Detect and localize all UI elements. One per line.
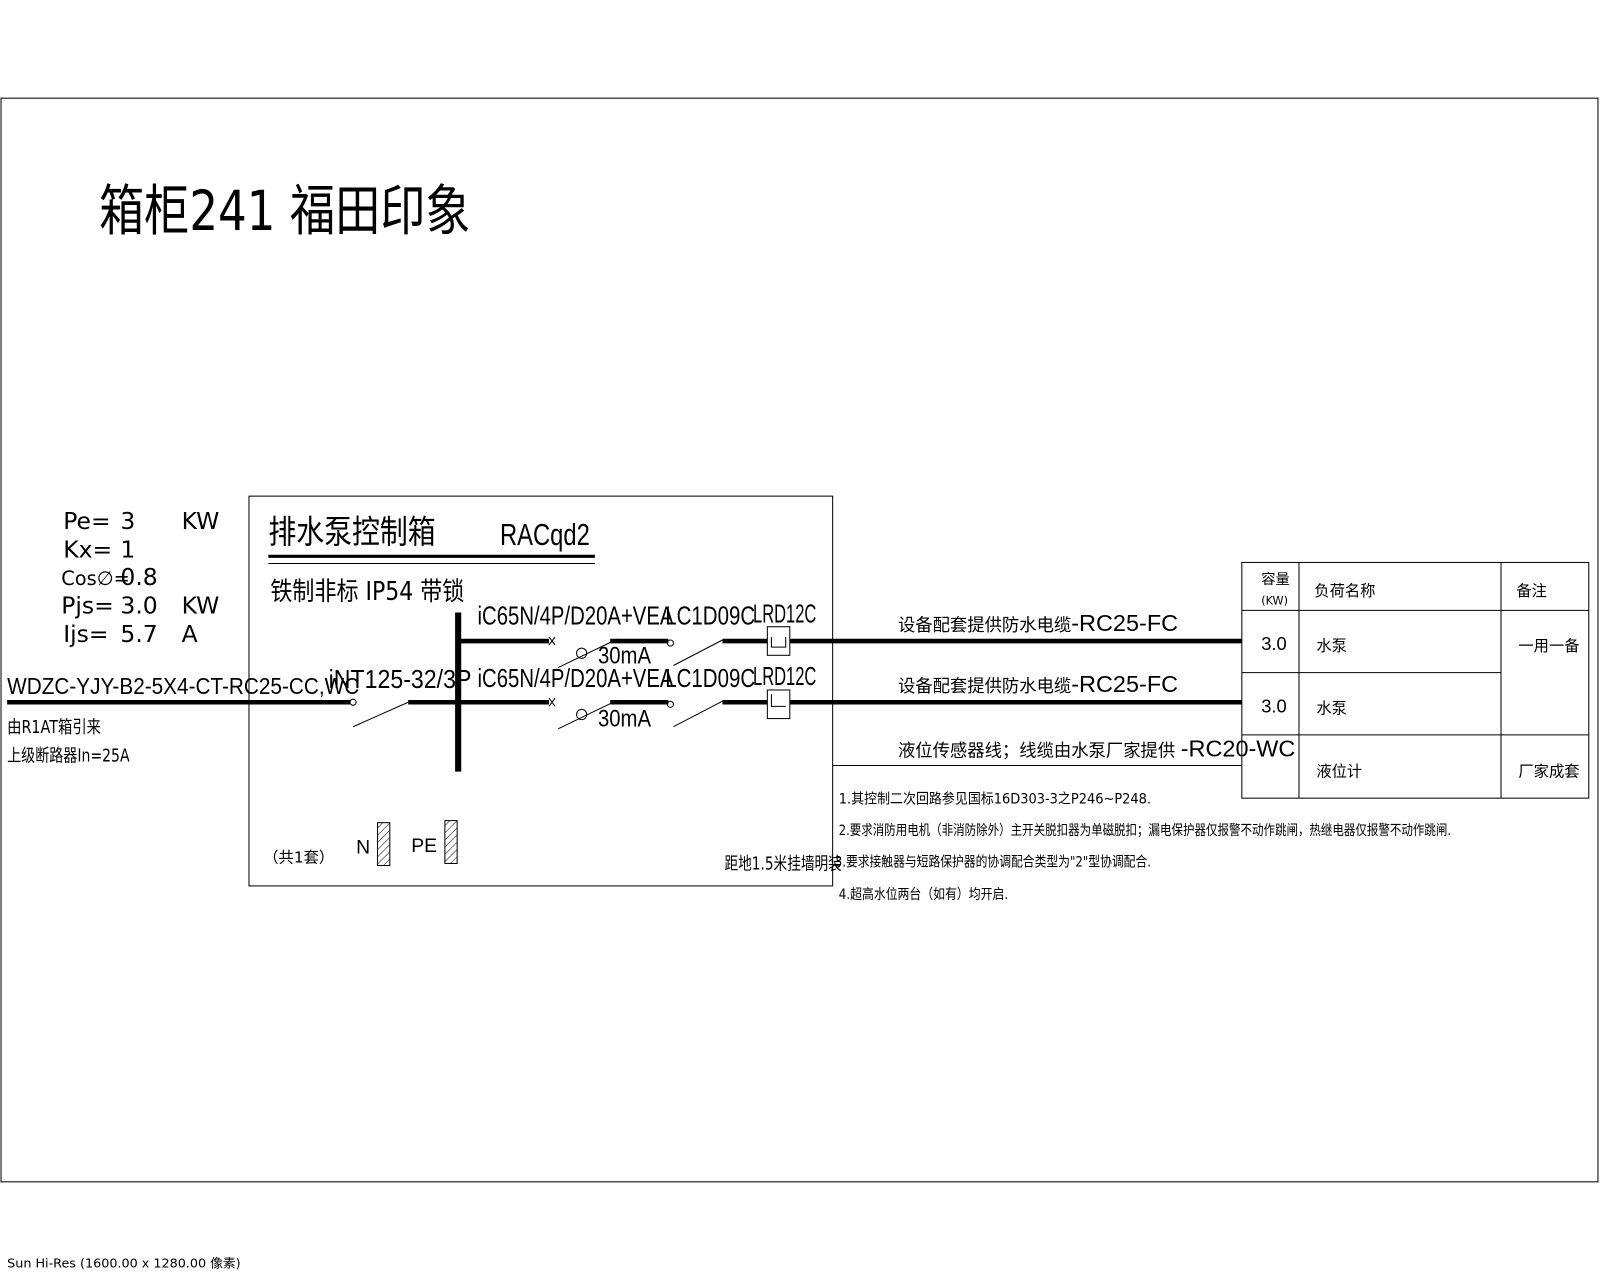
pjs-value: 3.0 — [120, 591, 157, 619]
cell-load: 液位计 — [1316, 763, 1362, 781]
pe-unit: KW — [182, 507, 220, 535]
kx-value: 1 — [120, 535, 135, 563]
cell-remark: 厂家成套 — [1518, 763, 1579, 781]
contactor-contact — [673, 700, 723, 728]
header-capacity-unit: (KW) — [1261, 594, 1288, 607]
pjs-unit: KW — [182, 591, 220, 619]
rcd-label: 30mA — [598, 642, 652, 669]
note-item: 1.其控制二次回路参见国标16D303-3之P246~P248. — [839, 790, 1151, 807]
branch-contactor-label: LC1D09C — [665, 665, 755, 693]
pe-label: Pe= — [63, 507, 110, 535]
thermal-relay-symbol — [766, 689, 791, 720]
viewer-footer: Sun Hi-Res (1600.00 x 1280.00 像素) — [7, 1257, 240, 1272]
note-item: 4.超高水位两台（如有）均开启. — [839, 886, 1008, 903]
breaker-contact — [557, 699, 618, 730]
cell-capacity: 3.0 — [1261, 695, 1287, 716]
note-item: 2.要求消防用电机（非消防除外）主开关脱扣器为单磁脱扣；漏电保护器仅报警不动作跳… — [839, 822, 1451, 839]
pe-bar-label: PE — [411, 835, 437, 857]
breaker-x-mark — [548, 697, 556, 707]
note-item: 3.要求接触器与短路保护器的协调配合类型为"2"型协调配合. — [835, 854, 1151, 871]
branch-breaker-label: iC65N/4P/D20A+VEA — [478, 603, 674, 631]
cell-remark: 一用一备 — [1518, 637, 1579, 655]
branch-relay-label: LRD12C — [753, 601, 816, 629]
breaker-x-mark — [548, 636, 556, 646]
incoming-cable-label: WDZC-YJY-B2-5X4-CT-RC25-CC,WC — [7, 673, 359, 699]
incoming-terminal — [349, 698, 357, 706]
ijs-value: 5.7 — [120, 620, 157, 648]
breaker-contact — [557, 638, 618, 669]
box-code: RACqd2 — [500, 518, 590, 552]
main-switch-contact — [352, 701, 409, 728]
branch-circuit-1: iC65N/4P/D20A+VEA LC1D09C LRD12C 30mA 设备… — [458, 601, 1242, 669]
n-bar-label: N — [356, 836, 370, 858]
n-bar — [377, 822, 391, 867]
pjs-label: Pjs= — [61, 591, 114, 619]
incoming-source: 由R1AT箱引来 — [7, 718, 101, 738]
header-remark: 备注 — [1516, 582, 1547, 600]
thermal-relay-symbol — [766, 626, 791, 656]
kx-label: Kx= — [63, 535, 112, 563]
mounting-note: 距地1.5米挂墙明装 — [724, 855, 841, 875]
sensor-line-label: 液位传感器线；线缆由水泵厂家提供 -RC20-WC — [898, 735, 1295, 761]
load-parameters: Pe= 3 KW Kx= 1 Cos∅= 0.8 Pjs= 3.0 KW Ijs… — [61, 507, 219, 648]
cos-label: Cos∅= — [61, 567, 130, 590]
cos-value: 0.8 — [120, 563, 157, 591]
branch-cable-label: 设备配套提供防水电缆-RC25-FC — [898, 671, 1178, 697]
control-box-outline — [248, 495, 834, 887]
cell-capacity: 3.0 — [1261, 633, 1287, 654]
header-load: 负荷名称 — [1314, 582, 1375, 600]
box-spec: 铁制非标 IP54 带锁 — [270, 577, 464, 607]
contactor-contact — [673, 639, 723, 666]
box-name: 排水泵控制箱 — [268, 513, 435, 551]
branch-breaker-label: iC65N/4P/D20A+VEA — [478, 665, 674, 693]
rcd-symbol — [576, 708, 588, 721]
branch-cable-label: 设备配套提供防水电缆-RC25-FC — [898, 610, 1178, 636]
cell-load: 水泵 — [1316, 637, 1347, 655]
load-table: 容量 (KW) 负荷名称 备注 3.0 水泵 一用一备 3.0 水泵 液位计 厂… — [1241, 561, 1590, 799]
branch-contactor-label: LC1D09C — [665, 603, 755, 631]
upstream-breaker: 上级断路器In=25A — [7, 746, 130, 766]
branch-relay-label: LRD12C — [753, 663, 816, 691]
ijs-unit: A — [182, 620, 198, 648]
rcd-label: 30mA — [598, 706, 652, 733]
pe-bar — [444, 820, 458, 864]
box-quantity: （共1套） — [263, 848, 334, 866]
rcd-symbol — [576, 647, 588, 659]
cell-load: 水泵 — [1316, 699, 1347, 717]
header-capacity: 容量 — [1261, 571, 1290, 588]
drawing-title: 箱柜241 福田印象 — [99, 178, 471, 243]
ijs-label: Ijs= — [63, 620, 108, 648]
drawing-frame — [0, 97, 1599, 1183]
main-switch-label: iNT125-32/3P — [329, 666, 472, 694]
notes: 1.其控制二次回路参见国标16D303-3之P246~P248. 2.要求消防用… — [835, 790, 1451, 903]
pe-value: 3 — [120, 507, 135, 535]
branch-circuit-2: iC65N/4P/D20A+VEA LC1D09C LRD12C 30mA 设备… — [458, 663, 1242, 733]
